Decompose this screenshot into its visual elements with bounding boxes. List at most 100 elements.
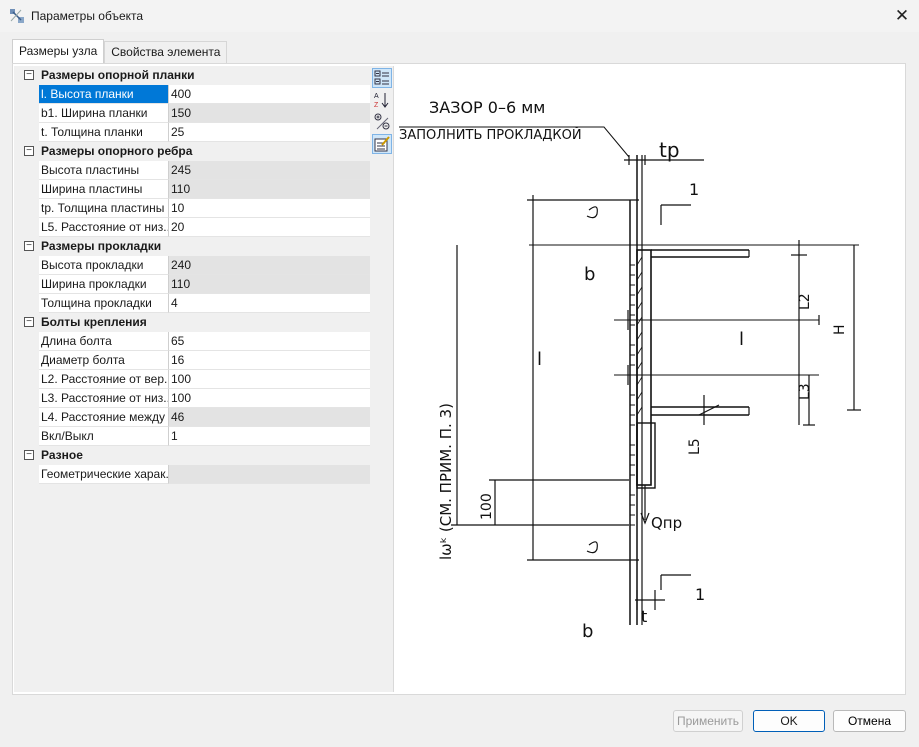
property-row[interactable]: L5. Расстояние от низ...20 xyxy=(14,218,370,237)
property-value[interactable]: 245 xyxy=(169,161,370,180)
property-name[interactable]: Геометрические харак... xyxy=(39,465,169,484)
grid-category[interactable]: −Размеры опорной планки xyxy=(14,66,370,85)
property-value[interactable]: 240 xyxy=(169,256,370,275)
grid-category[interactable]: −Размеры опорного ребра xyxy=(14,142,370,161)
property-name[interactable]: L2. Расстояние от вер... xyxy=(39,370,169,389)
close-icon: ✕ xyxy=(894,6,910,25)
property-name[interactable]: Диаметр болта xyxy=(39,351,169,370)
property-row[interactable]: L4. Расстояние между ...46 xyxy=(14,408,370,427)
categorized-view-icon xyxy=(374,70,389,85)
collapse-icon[interactable]: − xyxy=(24,450,34,460)
categorized-view-button[interactable] xyxy=(372,68,392,88)
dim-tp-label: tр xyxy=(659,138,680,162)
property-value[interactable]: 10 xyxy=(169,199,370,218)
property-row[interactable]: L3. Расстояние от низ...100 xyxy=(14,389,370,408)
property-name[interactable]: Длина болта xyxy=(39,332,169,351)
tab-node-dimensions[interactable]: Размеры узла xyxy=(12,39,105,63)
dim-lw-label: lωᵏ (СМ. ПРИМ. П. 3) xyxy=(437,403,455,560)
property-value[interactable]: 16 xyxy=(169,351,370,370)
tab-element-properties[interactable]: Свойства элемента xyxy=(104,41,228,63)
property-value[interactable]: 65 xyxy=(169,332,370,351)
property-value[interactable]: 25 xyxy=(169,123,370,142)
category-label: Размеры опорной планки xyxy=(41,68,195,82)
property-name[interactable]: Ширина прокладки xyxy=(39,275,169,294)
property-value[interactable]: 400 xyxy=(169,85,370,104)
category-label: Разное xyxy=(41,448,83,462)
cancel-button[interactable]: Отмена xyxy=(833,710,906,732)
property-name[interactable]: tp. Толщина пластины xyxy=(39,199,169,218)
property-name[interactable]: l. Высота планки xyxy=(39,85,169,104)
property-name[interactable]: L4. Расстояние между ... xyxy=(39,408,169,427)
property-value[interactable]: 20 xyxy=(169,218,370,237)
section-top-label: 1 xyxy=(689,180,699,199)
property-value[interactable] xyxy=(169,465,370,484)
property-value[interactable]: 46 xyxy=(169,408,370,427)
window-title: Параметры объекта xyxy=(31,9,144,23)
dim-L2-label: L2 xyxy=(797,293,813,310)
property-value[interactable]: 100 xyxy=(169,389,370,408)
dim-L5-label: L5 xyxy=(687,438,703,455)
dim-L3-label: L3 xyxy=(797,383,813,400)
sort-alphabetical-button[interactable]: A Z xyxy=(372,90,392,110)
dim-l-mid-label: l xyxy=(739,329,744,350)
property-value[interactable]: 110 xyxy=(169,275,370,294)
property-name[interactable]: b1. Ширина планки xyxy=(39,104,169,123)
property-row[interactable]: Геометрические харак... xyxy=(14,465,370,484)
close-button[interactable]: ✕ xyxy=(885,0,919,32)
property-name[interactable]: Вкл/Выкл xyxy=(39,427,169,446)
property-value[interactable]: 150 xyxy=(169,104,370,123)
grid-category[interactable]: −Размеры прокладки xyxy=(14,237,370,256)
property-value[interactable]: 4 xyxy=(169,294,370,313)
grid-category[interactable]: −Разное xyxy=(14,446,370,465)
expand-collapse-button[interactable] xyxy=(372,112,392,132)
section-bottom-label: 1 xyxy=(695,585,705,604)
property-value[interactable]: 110 xyxy=(169,180,370,199)
collapse-icon[interactable]: − xyxy=(24,70,34,80)
dim-t-label: t xyxy=(641,607,647,626)
dim-b-bottom-label: b xyxy=(582,621,593,642)
property-name[interactable]: Высота прокладки xyxy=(39,256,169,275)
node-drawing-canvas: ЗАЗОР 0–6 мм ЗАПОЛНИТЬ ПРОКЛАДКОЙ tр 1 1… xyxy=(399,98,861,642)
property-name[interactable]: Толщина прокладки xyxy=(39,294,169,313)
property-name[interactable]: Ширина пластины xyxy=(39,180,169,199)
ok-button[interactable]: OK xyxy=(753,710,825,732)
apply-button[interactable]: Применить xyxy=(673,710,743,732)
load-q-label: Qпр xyxy=(651,514,682,532)
property-name[interactable]: Высота пластины xyxy=(39,161,169,180)
collapse-icon[interactable]: − xyxy=(24,146,34,156)
property-name[interactable]: t. Толщина планки xyxy=(39,123,169,142)
property-pages-button[interactable] xyxy=(372,134,392,154)
property-value[interactable]: 1 xyxy=(169,427,370,446)
category-label: Размеры опорного ребра xyxy=(41,144,193,158)
expand-collapse-icon xyxy=(374,113,390,130)
property-value[interactable]: 100 xyxy=(169,370,370,389)
dim-l-main-label: l xyxy=(537,349,542,370)
gap-note: ЗАЗОР 0–6 мм xyxy=(429,98,545,117)
tab-strip: Размеры узла Свойства элемента xyxy=(12,39,228,63)
collapse-icon[interactable]: − xyxy=(24,317,34,327)
property-pages-icon xyxy=(374,136,390,152)
property-name[interactable]: L3. Расстояние от низ... xyxy=(39,389,169,408)
node-drawing: ЗАЗОР 0–6 мм ЗАПОЛНИТЬ ПРОКЛАДКОЙ tр 1 1… xyxy=(399,65,905,693)
category-label: Размеры прокладки xyxy=(41,239,162,253)
sort-alphabetical-icon: A Z xyxy=(374,93,389,109)
collapse-icon[interactable]: − xyxy=(24,241,34,251)
property-name[interactable]: L5. Расстояние от низ... xyxy=(39,218,169,237)
grid-category[interactable]: −Болты крепления xyxy=(14,313,370,332)
svg-text:Z: Z xyxy=(374,102,379,109)
property-row[interactable]: L2. Расстояние от вер...100 xyxy=(14,370,370,389)
